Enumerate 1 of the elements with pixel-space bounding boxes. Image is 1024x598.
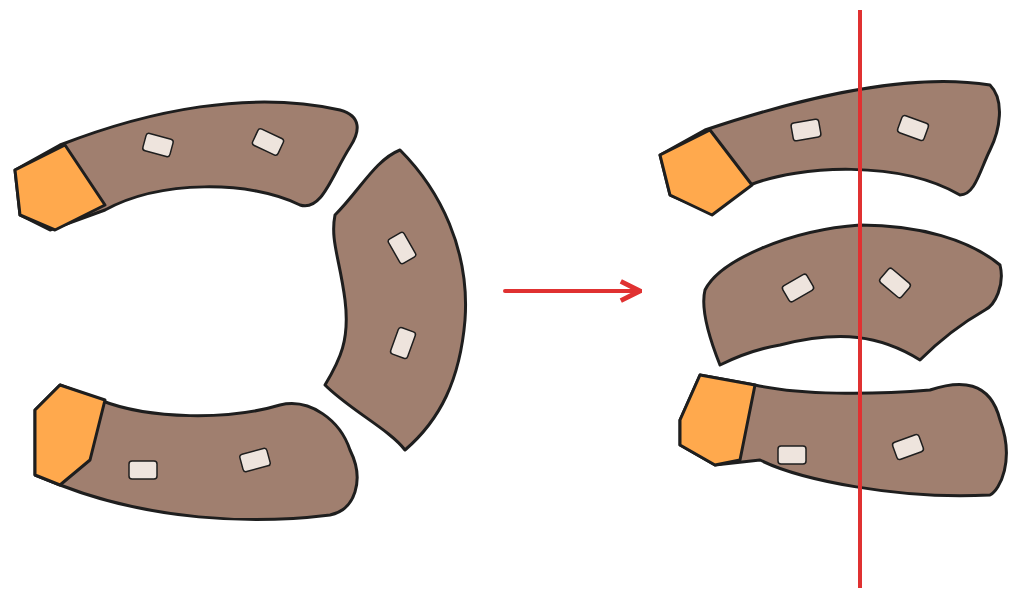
arrow [503,279,643,303]
